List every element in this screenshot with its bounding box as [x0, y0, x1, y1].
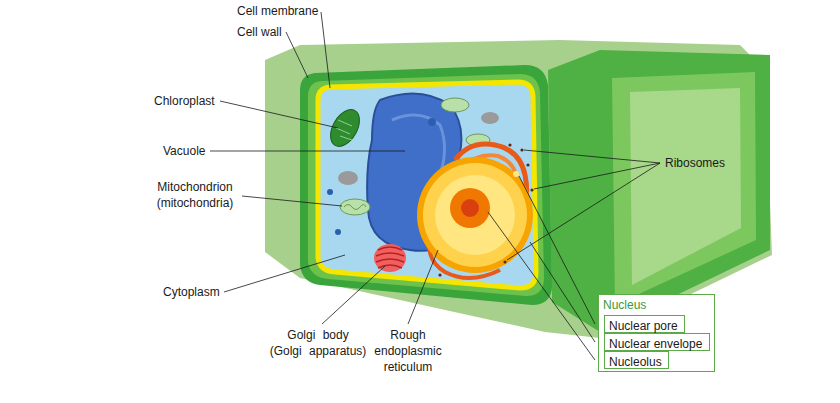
mitochondrion [441, 98, 469, 112]
nuclear-envelope [417, 157, 533, 273]
mitochondrion [340, 199, 370, 215]
cell-wall-inner [308, 74, 544, 296]
leader-line [519, 176, 595, 324]
chloroplast [325, 105, 366, 152]
part-name: Nuclear pore [605, 318, 682, 334]
part-label: Cell wall [237, 24, 282, 40]
cell-membrane [318, 82, 536, 288]
ribosome [530, 188, 533, 191]
nucleus-part-box: Nuclear pore [604, 315, 685, 333]
golgi-cisterna [374, 244, 406, 272]
vacuole-shine [392, 115, 445, 180]
leader-line [321, 12, 330, 88]
leader-line [507, 163, 660, 260]
leader-line [242, 196, 342, 206]
ribosome [508, 143, 511, 146]
leader-line [220, 101, 338, 128]
chloroplast-thylakoid [336, 120, 352, 140]
part-name: Nuclear envelope [605, 336, 706, 352]
leader-lines [210, 12, 660, 360]
part-label: Ribosomes [665, 155, 725, 171]
leader-line [488, 212, 595, 360]
ribosome [438, 273, 441, 276]
vesicle [335, 229, 341, 235]
part-label: Mitochondrion (mitochondria) [150, 179, 240, 211]
vesicle [327, 189, 333, 195]
part-label: Cell membrane [237, 3, 318, 19]
nucleoplasm-inner [435, 175, 515, 255]
mitochondrion-crista [344, 205, 366, 210]
nucleolus-core [461, 199, 479, 217]
wall-side-inner [630, 88, 741, 285]
leader-line [408, 250, 438, 324]
wall-side-face [612, 72, 756, 305]
cell-wall [300, 65, 552, 305]
part-label: Cytoplasm [163, 284, 220, 300]
nucleus-part-box: Nuclear envelope [604, 333, 710, 351]
part-label: Golgi body (Golgi apparatus) [269, 327, 367, 359]
part-name: Nucleolus [605, 354, 666, 370]
leader-line [530, 242, 595, 342]
part-label: Vacuole [163, 143, 205, 159]
ribosome [526, 163, 529, 166]
group-heading: Nucleus [599, 296, 650, 312]
grey-body [481, 112, 499, 124]
vesicle [428, 118, 436, 126]
nucleoplasm [423, 163, 527, 267]
leader-line [224, 255, 345, 292]
nucleus-group-box: NucleusNuclear poreNuclear envelopeNucle… [598, 294, 715, 372]
part-label: Chloroplast [154, 93, 215, 109]
leader-line [534, 163, 660, 189]
ribosome [503, 260, 506, 263]
nuclear-pore [513, 171, 519, 177]
golgi-stack [376, 247, 404, 268]
leader-line [322, 266, 385, 324]
leader-line [210, 151, 405, 152]
ribosome [520, 148, 523, 151]
nucleus-part-box: Nucleolus [604, 351, 669, 369]
grey-body [338, 171, 358, 185]
ribosomes [438, 143, 533, 276]
part-label: Rough endoplasmic reticulum [371, 327, 446, 375]
wall-side [548, 50, 770, 332]
leader-line [524, 150, 660, 163]
golgi-body [374, 244, 406, 272]
leader-line [286, 32, 308, 78]
nucleolus [450, 188, 490, 228]
